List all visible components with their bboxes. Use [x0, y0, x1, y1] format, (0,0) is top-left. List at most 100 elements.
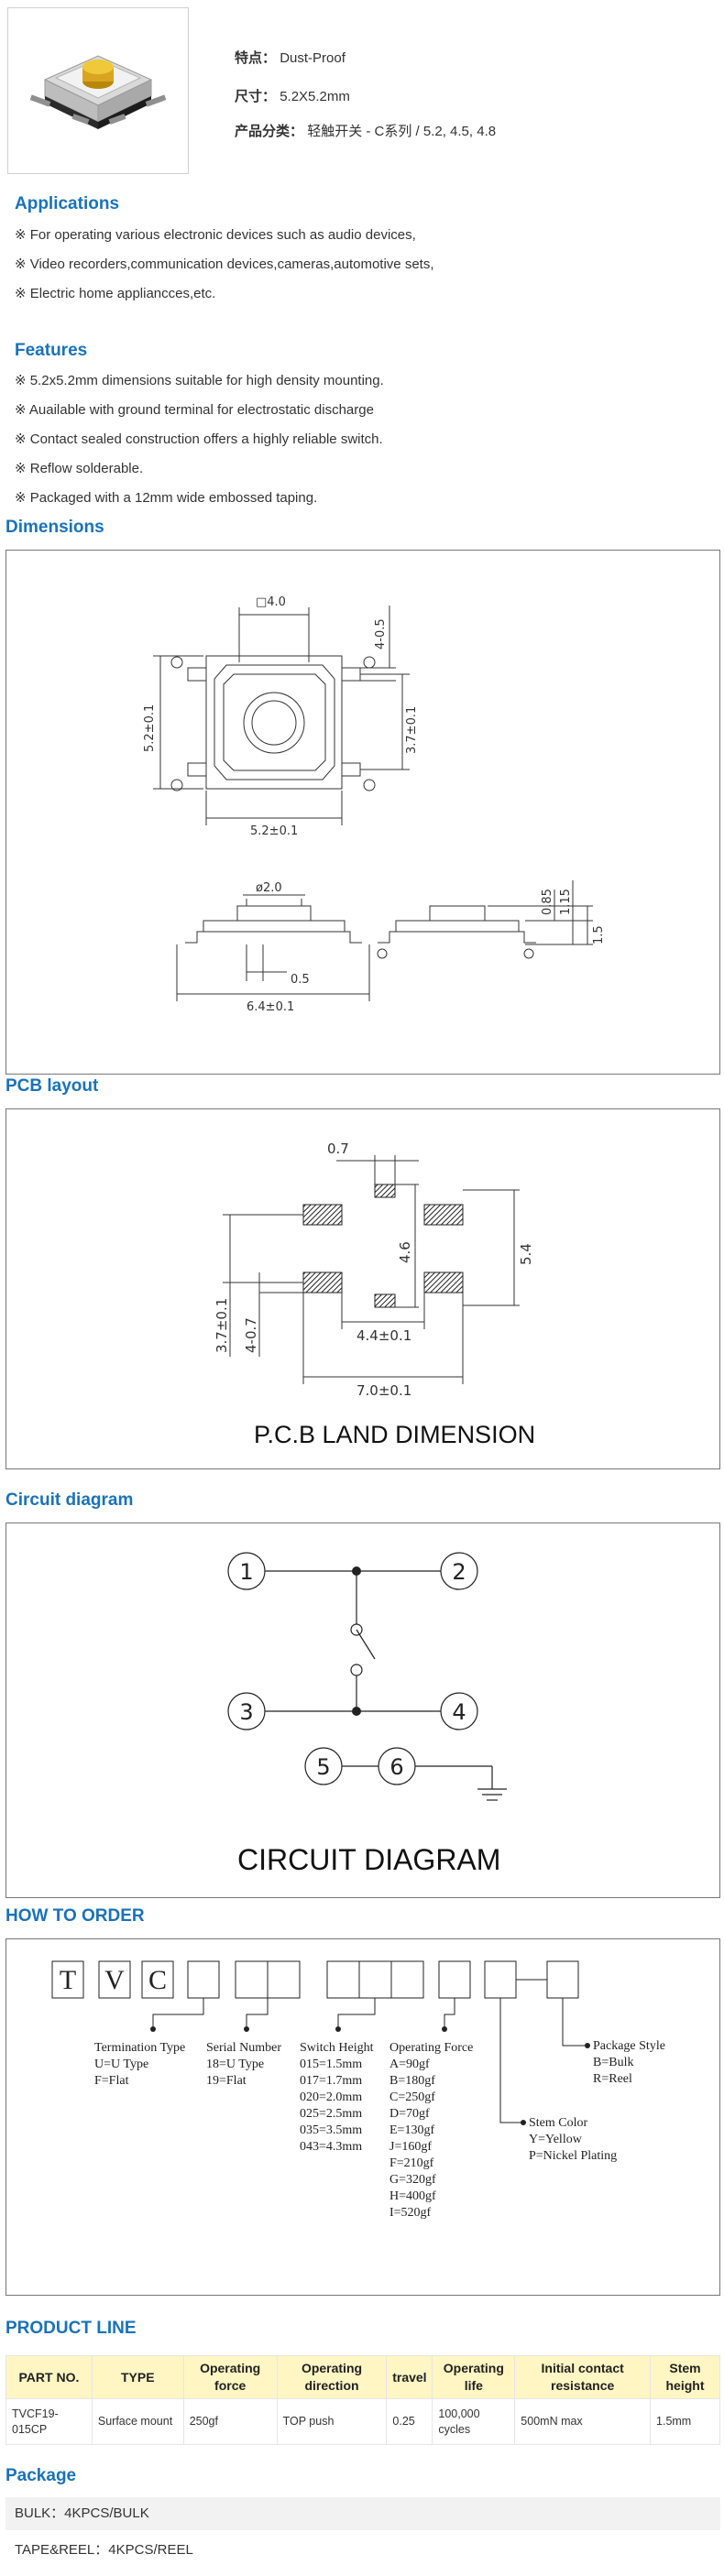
dim-total-label: 6.4±0.1 — [247, 1000, 294, 1014]
size-value: 5.2X5.2mm — [280, 89, 350, 104]
dim-dia-label: ø2.0 — [256, 881, 282, 895]
switch-height-option: 015=1.5mm — [300, 2058, 362, 2071]
operating-force-option: I=520gf — [389, 2206, 432, 2220]
feature-item: ※ Reflow solderable. — [15, 461, 144, 476]
how-to-order-heading: HOW TO ORDER — [5, 1906, 145, 1926]
feature-item: ※ Auailable with ground terminal for ele… — [15, 402, 374, 418]
col-operating-force: Operating force — [182, 2355, 278, 2399]
order-code-frame: T V C Termination Type U=U Type F=Flat S… — [5, 1938, 720, 2296]
table-row: TVCF19-015CP Surface mount 250gf TOP pus… — [5, 2398, 720, 2445]
col-initial-contact-resistance: Initial contact resistance — [514, 2355, 652, 2399]
serial-option: 19=Flat — [206, 2074, 247, 2088]
operating-force-option: J=160gf — [389, 2140, 432, 2154]
order-code-diagram: T V C Termination Type U=U Type F=Flat S… — [51, 1960, 665, 2220]
termination-title: Termination Type — [94, 2041, 185, 2055]
cell-operating-life: 100,000 cycles — [432, 2398, 516, 2445]
col-stem-height: Stem height — [650, 2355, 720, 2399]
pcb-dim-f-label: 4.4±0.1 — [357, 1327, 411, 1344]
dim-h2-label: 1.15 — [559, 889, 573, 915]
product-summary: 特点： Dust-Proof 尺寸： 5.2X5.2mm 产品分类： 轻触开关 … — [7, 7, 722, 177]
switch-height-title: Switch Height — [300, 2041, 374, 2055]
feature-value: Dust-Proof — [280, 50, 346, 66]
dim-pitch-label: 3.7±0.1 — [405, 706, 419, 754]
circuit-drawing: 1 2 3 4 5 6 CIRCUIT DIAGRAM — [227, 1552, 507, 1876]
dim-foot-label: 0.5 — [291, 973, 310, 987]
product-thumbnail[interactable] — [7, 7, 189, 174]
application-item: ※ For operating various electronic devic… — [15, 227, 416, 243]
switch-product-image — [29, 55, 167, 129]
cell-operating-direction: TOP push — [276, 2398, 388, 2445]
pcb-caption: P.C.B LAND DIMENSION — [254, 1421, 535, 1448]
circuit-caption: CIRCUIT DIAGRAM — [237, 1843, 500, 1876]
code-letter-t: T — [60, 1965, 76, 1995]
feature-item: ※ 5.2x5.2mm dimensions suitable for high… — [15, 373, 384, 388]
pcb-dim-c-label: 5.4 — [518, 1243, 534, 1265]
dim-h1-label: 0.85 — [541, 889, 554, 915]
cell-contact-resistance: 500mN max — [514, 2398, 652, 2445]
col-type: TYPE — [91, 2355, 184, 2399]
cell-operating-force: 250gf — [182, 2398, 278, 2445]
dim-height-label: 5.2±0.1 — [143, 704, 157, 752]
dim-sq-label: □4.0 — [256, 595, 286, 609]
circuit-pin-5: 5 — [316, 1754, 330, 1780]
operating-force-option: B=180gf — [389, 2074, 435, 2088]
circuit-pin-4: 4 — [452, 1699, 466, 1725]
operating-force-option: H=400gf — [389, 2189, 436, 2203]
circuit-pin-6: 6 — [389, 1754, 403, 1780]
dimensions-heading: Dimensions — [5, 518, 104, 537]
feature-label: 特点： — [235, 50, 277, 66]
dim-h3-label: 1.5 — [592, 925, 606, 944]
switch-height-option: 043=4.3mm — [300, 2140, 362, 2154]
code-letter-c: C — [148, 1965, 167, 1995]
feature-spec: 特点： Dust-Proof — [235, 48, 346, 67]
col-part-no: PART NO. — [5, 2355, 93, 2399]
col-travel: travel — [386, 2355, 433, 2399]
pcb-dim-g-label: 7.0±0.1 — [357, 1382, 411, 1399]
termination-option: U=U Type — [94, 2058, 148, 2071]
col-operating-life: Operating life — [432, 2355, 516, 2399]
operating-force-option: A=90gf — [389, 2058, 430, 2071]
col-operating-direction: Operating direction — [276, 2355, 388, 2399]
category-spec: 产品分类： 轻触开关 - C系列 / 5.2, 4.5, 4.8 — [235, 121, 496, 140]
package-row-reel: TAPE&REEL：4KPCS/REEL — [15, 2542, 193, 2558]
operating-force-option: F=210gf — [389, 2156, 434, 2170]
operating-force-option: D=70gf — [389, 2107, 430, 2121]
circuit-pin-3: 3 — [239, 1699, 253, 1725]
dimensions-drawing: □4.0 4-0.5 5.2±0.1 3.7±0.1 5.2±0.1 ø2.0 … — [143, 595, 606, 1014]
stem-color-option: P=Nickel Plating — [529, 2149, 617, 2163]
cell-type: Surface mount — [91, 2398, 184, 2445]
operating-force-option: G=320gf — [389, 2173, 436, 2187]
dim-gap-label: 4-0.5 — [374, 618, 388, 649]
pcb-dim-b-label: 4.6 — [397, 1241, 413, 1263]
package-style-option: R=Reel — [593, 2072, 632, 2086]
dim-width-label: 5.2±0.1 — [250, 824, 298, 838]
pcb-dim-e-label: 4-0.7 — [243, 1317, 259, 1353]
switch-height-option: 020=2.0mm — [300, 2090, 362, 2104]
application-item: ※ Video recorders,communication devices,… — [15, 257, 434, 272]
category-label: 产品分类： — [235, 124, 304, 139]
dimensions-drawing-frame: □4.0 4-0.5 5.2±0.1 3.7±0.1 5.2±0.1 ø2.0 … — [5, 550, 720, 1075]
product-line-table: PART NO. TYPE Operating force Operating … — [5, 2355, 720, 2445]
switch-height-option: 017=1.7mm — [300, 2074, 362, 2088]
cell-stem-height: 1.5mm — [650, 2398, 720, 2445]
table-header-row: PART NO. TYPE Operating force Operating … — [5, 2355, 720, 2399]
pcb-dim-a-label: 0.7 — [327, 1141, 349, 1157]
pcb-drawing-frame: 0.7 4.6 5.4 3.7±0.1 4-0.7 4.4±0.1 7.0±0.… — [5, 1108, 720, 1469]
cell-part-no: TVCF19-015CP — [5, 2398, 93, 2445]
stem-color-option: Y=Yellow — [529, 2133, 583, 2146]
operating-force-option: E=130gf — [389, 2123, 434, 2137]
package-row-bulk: BULK：4KPCS/BULK — [5, 2497, 720, 2530]
pcb-layout-heading: PCB layout — [5, 1076, 99, 1096]
product-line-heading: PRODUCT LINE — [5, 2319, 137, 2338]
stem-color-title: Stem Color — [529, 2116, 588, 2130]
code-letter-v: V — [104, 1965, 125, 1995]
serial-option: 18=U Type — [206, 2058, 264, 2071]
package-style-option: B=Bulk — [593, 2056, 633, 2069]
package-heading: Package — [5, 2466, 77, 2485]
serial-title: Serial Number — [206, 2041, 281, 2055]
size-label: 尺寸： — [235, 89, 277, 104]
pcb-drawing: 0.7 4.6 5.4 3.7±0.1 4-0.7 4.4±0.1 7.0±0.… — [214, 1141, 535, 1448]
operating-force-title: Operating Force — [389, 2041, 473, 2055]
feature-item: ※ Packaged with a 12mm wide embossed tap… — [15, 490, 318, 506]
operating-force-option: C=250gf — [389, 2090, 435, 2104]
